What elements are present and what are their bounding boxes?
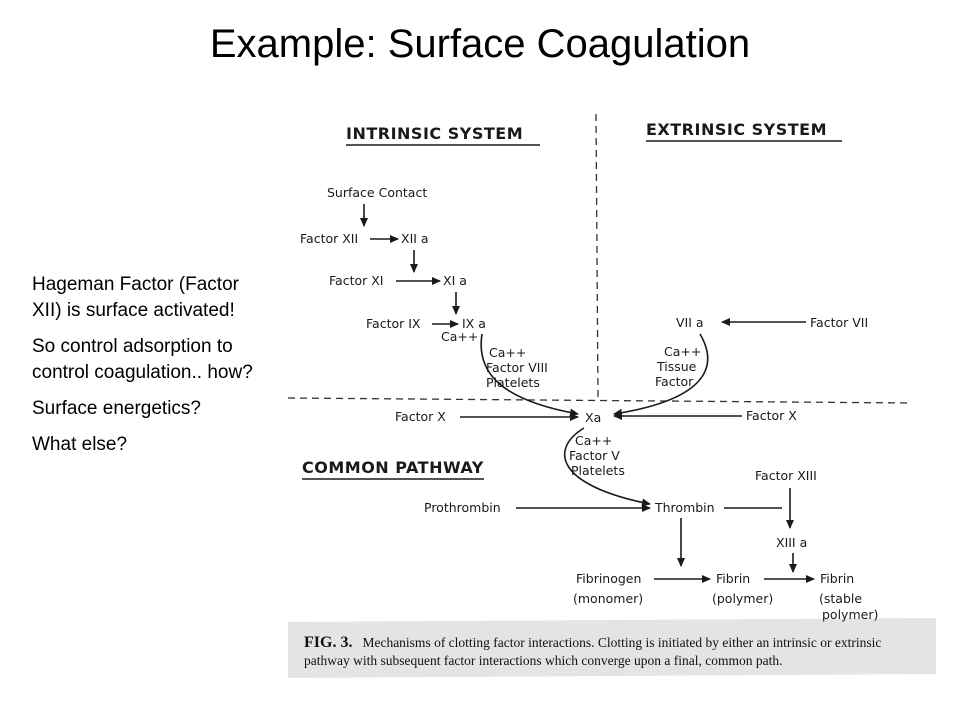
fibrin-label-1: Fibrin (716, 571, 750, 586)
ix-a-label: IX a (462, 316, 486, 331)
prothrombin-label: Prothrombin (424, 500, 501, 515)
figure-caption: FIG. 3.Mechanisms of clotting factor int… (304, 634, 924, 670)
fibrinogen-sub-label: (monomer) (573, 591, 643, 606)
arrow-ixa-to-xa (480, 333, 579, 417)
factor-xiii-label: Factor XIII (755, 468, 817, 483)
xiii-a-label: XIII a (776, 535, 807, 550)
bullet-item: Hageman Factor (Factor XII) is surface a… (32, 274, 239, 321)
slide-title: Example: Surface Coagulation (209, 22, 751, 66)
platelets-label-1: Platelets (486, 375, 540, 390)
tissue-label: Tissue (656, 359, 697, 374)
factor-xi-label: Factor XI (329, 273, 384, 288)
bullet-item: What else? (32, 434, 128, 455)
factor-ix-label: Factor IX (366, 316, 421, 331)
fibrin-sub-label-3: polymer) (822, 607, 878, 622)
arrow-xa-to-thrombin (563, 427, 651, 507)
bullet-item: So control adsorption to control coagula… (32, 336, 253, 383)
horizontal-divider (287, 397, 913, 404)
calcium-label-1: Ca++ (441, 329, 478, 344)
figure-label: FIG. 3. (304, 634, 353, 651)
thrombin-label: Thrombin (654, 500, 715, 515)
factor-viii-label: Factor VIII (486, 360, 548, 375)
fibrin-sub-label-1: (polymer) (712, 591, 773, 606)
caption-text: Mechanisms of clotting factor interactio… (304, 635, 882, 668)
surface-contact-label: Surface Contact (327, 185, 427, 200)
bullet-item: Surface energetics? (32, 398, 201, 419)
vii-a-label: VII a (676, 315, 704, 330)
xa-label: Xa (585, 410, 601, 425)
tissue-factor-label: Factor (655, 374, 694, 389)
fibrin-sub-label-2: (stable (819, 591, 862, 606)
extrinsic-system-header: EXTRINSIC SYSTEM (646, 120, 827, 139)
factor-x-left-label: Factor X (395, 409, 446, 424)
factor-v-label: Factor V (569, 448, 620, 463)
factor-x-right-label: Factor X (746, 408, 797, 423)
arrow-viia-to-xa (613, 333, 709, 417)
factor-xii-label: Factor XII (300, 231, 358, 246)
fibrin-label-2: Fibrin (820, 571, 854, 586)
common-pathway-header: COMMON PATHWAY (302, 458, 484, 477)
calcium-label-2: Ca++ (489, 345, 526, 360)
bullet-list: Hageman Factor (Factor XII) is surface a… (32, 272, 272, 468)
factor-vii-label: Factor VII (810, 315, 868, 330)
intrinsic-system-header: INTRINSIC SYSTEM (346, 124, 523, 143)
vertical-divider (595, 113, 599, 399)
calcium-label-4: Ca++ (575, 433, 612, 448)
xii-a-label: XII a (401, 231, 429, 246)
platelets-label-2: Platelets (571, 463, 625, 478)
xi-a-label: XI a (443, 273, 467, 288)
calcium-label-3: Ca++ (664, 344, 701, 359)
fibrinogen-label: Fibrinogen (576, 571, 641, 586)
